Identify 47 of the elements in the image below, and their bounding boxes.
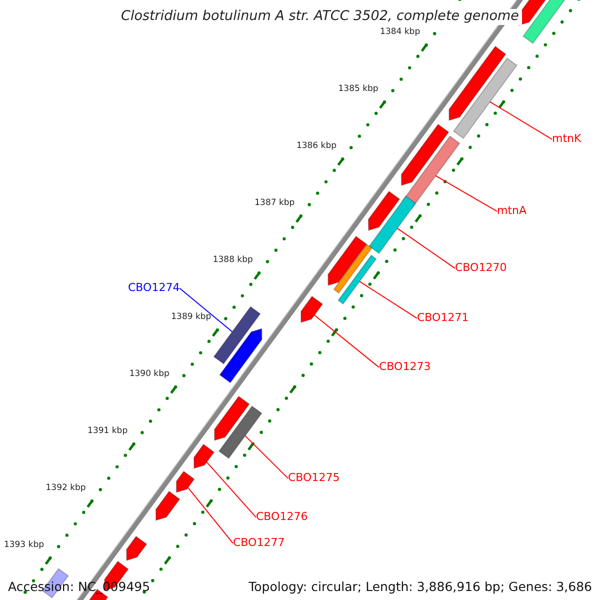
gene-feature <box>328 236 368 286</box>
gene-bar <box>218 406 262 459</box>
gene-label: CBO1274 <box>128 282 180 295</box>
gene-label: CBO1273 <box>379 361 431 374</box>
scale-tick-label: 1392 kbp <box>46 484 86 494</box>
gene-feature <box>155 490 180 521</box>
leader-line <box>188 487 234 544</box>
gene-bar <box>452 58 518 139</box>
gene-feature <box>194 444 215 469</box>
topology-text: Topology: circular; Length: 3,886,916 bp; Genes: 3,686 <box>248 580 592 594</box>
gene-label: CBO1275 <box>288 472 340 485</box>
gene-feature <box>448 46 506 121</box>
gene-bar <box>213 306 261 364</box>
scale-tick-label: 1391 kbp <box>88 427 128 437</box>
leader-line <box>490 101 552 140</box>
gene-feature <box>219 328 262 384</box>
scale-tick-label: 1390 kbp <box>129 370 170 380</box>
gene-feature <box>176 470 195 493</box>
leader-line <box>244 435 288 479</box>
scale-tick-label: 1386 kbp <box>296 142 336 152</box>
gene-bar <box>522 0 568 44</box>
leader-line <box>435 175 498 212</box>
scale-tick-label: 1393 kbp <box>4 541 44 551</box>
scale-tick-label: 1387 kbp <box>254 199 295 209</box>
gene-feature <box>300 296 324 323</box>
gene-label: mtnA <box>497 205 527 218</box>
gene-label: CBO1270 <box>455 262 507 275</box>
gene-label: mtnK <box>552 133 582 146</box>
gene-bar <box>368 196 416 254</box>
gene-label: CBO1271 <box>417 312 469 325</box>
gene-bar <box>333 244 372 294</box>
gene-feature <box>214 396 250 441</box>
leader-line <box>314 314 380 368</box>
leader-line <box>179 288 233 332</box>
leader-line <box>396 228 456 269</box>
gene-feature <box>368 190 400 231</box>
gene-label: CBO1276 <box>256 511 308 524</box>
leader-line <box>206 462 256 518</box>
scale-tick-label: 1388 kbp <box>212 256 253 266</box>
scale-tick-label: 1384 kbp <box>380 28 420 38</box>
gene-label: CBO1277 <box>233 537 285 550</box>
leader-line <box>359 280 418 319</box>
gene-feature <box>126 536 148 561</box>
gene-feature <box>400 124 450 186</box>
scale-tick-label: 1385 kbp <box>338 85 378 95</box>
scale-tick-label: 1389 kbp <box>171 313 212 323</box>
gene-bar <box>338 254 377 305</box>
